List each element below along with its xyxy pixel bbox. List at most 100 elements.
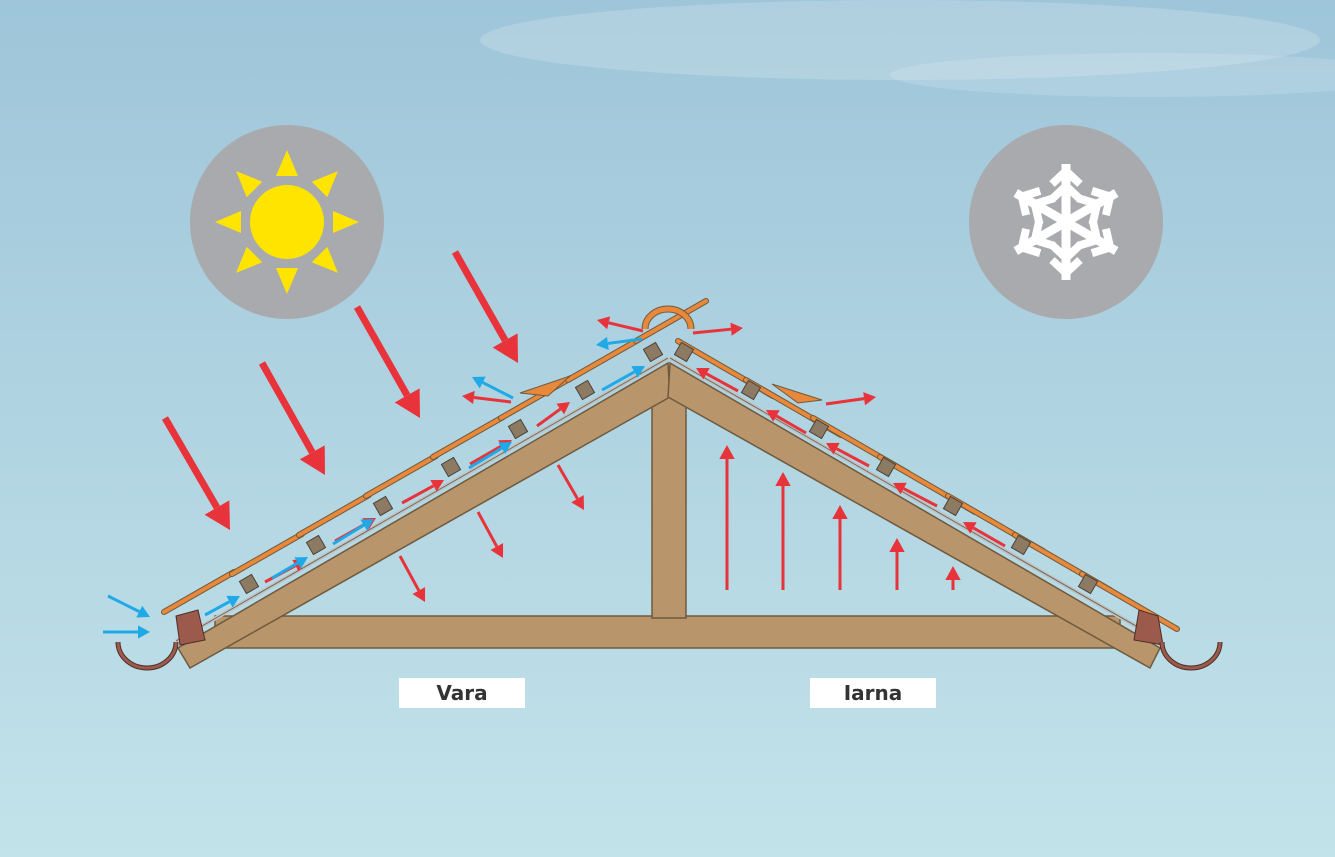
- warm-air-arrow-shaft: [536, 407, 562, 428]
- moisture-exhaust-arrow: [766, 410, 807, 435]
- cool-air-arrow: [601, 366, 645, 392]
- cool-air-arrow: [468, 442, 512, 470]
- cloud: [480, 0, 1320, 80]
- solar-radiation-arrow: [161, 416, 230, 530]
- cloud: [890, 53, 1335, 97]
- batten: [305, 534, 327, 556]
- snowflake-branch: [1017, 227, 1042, 257]
- air-arrows: [103, 336, 645, 639]
- eave-block: [175, 609, 206, 646]
- solar-radiation-arrow-shaft: [451, 250, 509, 343]
- batten: [1010, 534, 1032, 556]
- outlet-air-arrow-head: [472, 376, 486, 389]
- radiant-heat-arrow-shaft: [476, 511, 499, 548]
- solar-radiation-arrow-shaft: [353, 305, 411, 398]
- roof-tile: [230, 532, 304, 576]
- ridge-outlet-air-arrow: [596, 336, 643, 350]
- radiant-heat-arrow-shaft: [398, 555, 421, 592]
- rising-warm-air-arrow: [832, 505, 848, 590]
- moisture-exhaust-arrow-head: [766, 410, 780, 422]
- sun-ray: [236, 171, 263, 198]
- moisture-exhaust-arrow: [893, 482, 938, 508]
- gutter: [116, 641, 178, 670]
- batten: [238, 573, 260, 595]
- moisture-exhaust-arrow-head: [696, 367, 710, 380]
- moisture-exhaust-arrow-head: [826, 442, 840, 455]
- radiant-heat-arrow-head: [490, 543, 504, 558]
- moisture-exhaust-arrow-shaft: [902, 487, 938, 508]
- radiant-heat-arrow-head: [571, 495, 584, 510]
- outlet-air-arrow-shaft: [481, 381, 514, 400]
- rising-warm-air-arrow: [945, 566, 961, 590]
- outlet-heat-arrow: [825, 392, 876, 406]
- rising-warm-air-arrow-head: [889, 538, 905, 552]
- outlet-heat-arrow-shaft: [825, 397, 865, 406]
- gutter: [1160, 641, 1222, 670]
- snowflake-branch: [1048, 241, 1084, 264]
- rising-warm-air-arrow: [889, 538, 905, 590]
- moisture-exhaust-arrow-shaft: [775, 414, 807, 435]
- rising-warm-air-arrow-head: [719, 445, 735, 459]
- summer-label: Vara: [399, 678, 525, 708]
- warm-air-arrow: [536, 402, 570, 428]
- warm-air-arrow-head: [430, 479, 444, 492]
- radiant-heat-arrow: [476, 511, 504, 558]
- snowflake-branch: [1090, 187, 1115, 217]
- batten: [440, 456, 462, 478]
- batten: [808, 418, 830, 440]
- roof-tile: [431, 415, 505, 459]
- winter-label: Iarna: [810, 678, 936, 708]
- warm-air-arrow-head: [556, 402, 570, 415]
- batten: [1077, 573, 1099, 595]
- snowflake-arm: [1063, 187, 1119, 226]
- moisture-exhaust-arrow-shaft: [972, 526, 1006, 548]
- sun-ray: [311, 246, 338, 273]
- cool-air-arrow-head: [360, 519, 374, 531]
- roof-tile: [364, 454, 438, 498]
- ridge-outlet-heat-arrow-head: [597, 316, 611, 330]
- cool-air-arrow-head: [631, 366, 645, 378]
- snowflake-branch: [1030, 194, 1056, 225]
- rising-warm-air-arrow-head: [832, 505, 848, 519]
- sun-ray: [276, 268, 298, 294]
- radiant-heat-arrow: [398, 555, 426, 602]
- moisture-exhaust-arrow-head: [893, 482, 907, 495]
- moisture-exhaust-arrow-shaft: [705, 372, 739, 393]
- ridge-outlet-heat-arrow-shaft: [692, 327, 732, 335]
- cool-air-arrow-head: [226, 595, 240, 608]
- roof-tile: [1080, 572, 1179, 631]
- rising-warm-air-arrow: [719, 445, 735, 590]
- roof-tile: [162, 570, 236, 614]
- warm-air-arrow-shaft: [401, 484, 435, 505]
- snowflake-branch: [1017, 187, 1042, 217]
- snowflake-branch: [1076, 194, 1102, 225]
- snowflake-branch: [1049, 165, 1083, 187]
- batten: [875, 456, 897, 478]
- outlet-air-arrow: [472, 376, 514, 400]
- cool-air-arrow-head: [498, 442, 512, 454]
- warm-air-arrow: [401, 479, 444, 505]
- moisture-exhaust-arrow: [826, 442, 870, 468]
- radiant-heat-arrow-shaft: [556, 464, 579, 500]
- cool-air-arrow: [204, 595, 240, 617]
- batten: [942, 495, 964, 517]
- radiant-heat-arrow-head: [412, 587, 426, 602]
- solar-radiation-arrow-head: [204, 500, 230, 530]
- cool-air-arrow-head: [294, 557, 308, 569]
- sun-ray: [276, 150, 298, 176]
- cool-air-arrow-shaft: [601, 370, 636, 392]
- snowflake-branch: [1049, 257, 1083, 279]
- radiant-heat-arrow: [556, 464, 584, 510]
- solar-radiation-arrow-head: [492, 333, 518, 363]
- vent-tile: [771, 383, 823, 404]
- roof-tile: [297, 493, 371, 537]
- snowflake-arm: [1048, 222, 1084, 280]
- solar-radiation-arrow-head: [394, 388, 420, 418]
- rising-warm-air-arrow-head: [775, 472, 791, 486]
- snowflake-branch: [1030, 219, 1056, 250]
- rising-warm-air-arrow-head: [945, 566, 961, 580]
- outlet-heat-arrow-head: [462, 390, 475, 405]
- solar-radiation-arrow-head: [299, 445, 325, 475]
- snowflake-arm: [1063, 218, 1119, 257]
